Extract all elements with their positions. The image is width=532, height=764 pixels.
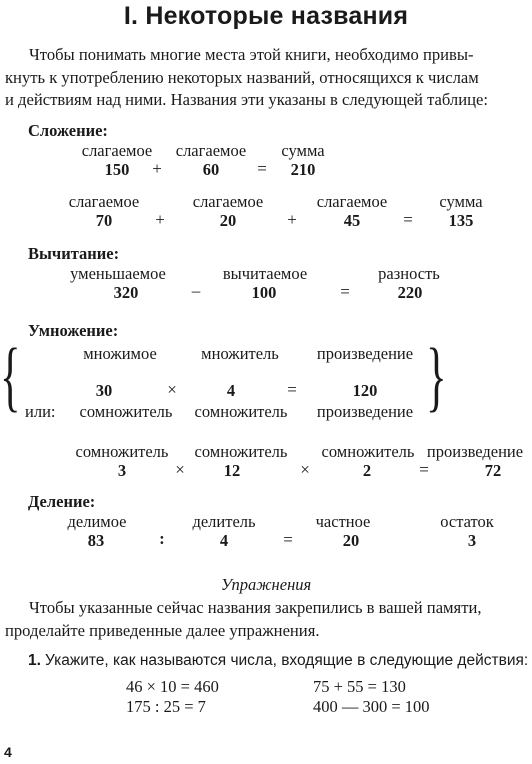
multiplication-number: 2 bbox=[362, 461, 372, 480]
division-label: делимое bbox=[67, 512, 127, 531]
multiplication-label: сомножитель bbox=[75, 442, 169, 461]
division-label: делитель bbox=[192, 512, 256, 531]
exercise-example: 400 — 300 = 100 bbox=[313, 697, 430, 716]
multiplication-label: сомножитель bbox=[321, 442, 415, 461]
equals-sign: = bbox=[283, 530, 293, 549]
equals-sign: = bbox=[403, 210, 413, 229]
multiplication-number: 3 bbox=[117, 461, 127, 480]
addition-number: 45 bbox=[343, 211, 361, 230]
addition-number: 150 bbox=[104, 160, 130, 179]
division-label: остаток bbox=[440, 512, 494, 531]
addition-number: 70 bbox=[95, 211, 113, 230]
multiplication-number: 12 bbox=[223, 461, 241, 480]
division-number: 3 bbox=[467, 531, 477, 550]
multiplication-number: 120 bbox=[352, 381, 378, 400]
exercise-number: 1. bbox=[28, 652, 41, 669]
addition-label: слагаемое bbox=[316, 192, 388, 211]
subtraction-label: уменьшаемое bbox=[70, 264, 166, 283]
multiplication-label: произведение bbox=[316, 344, 414, 363]
page-title: I. Некоторые названия bbox=[123, 2, 409, 30]
division-number: 4 bbox=[219, 531, 229, 550]
exercise-example: 46 × 10 = 460 bbox=[126, 677, 219, 696]
subtraction-label: вычитаемое bbox=[222, 264, 308, 283]
equals-sign: = bbox=[340, 282, 350, 301]
multiplication-label: сомножитель bbox=[194, 442, 288, 461]
multiplication-label: произведение bbox=[316, 402, 414, 421]
minus-sign: – bbox=[191, 281, 201, 300]
division-number: 83 bbox=[87, 531, 105, 550]
equals-sign: = bbox=[257, 159, 267, 178]
subtraction-number: 320 bbox=[113, 283, 139, 302]
division-heading: Деление: bbox=[28, 492, 96, 511]
times-sign: × bbox=[300, 460, 310, 479]
right-brace: } bbox=[426, 332, 447, 419]
division-sign: : bbox=[159, 529, 165, 548]
exercises-heading: Упражнения bbox=[220, 575, 312, 594]
addition-label: слагаемое bbox=[192, 192, 264, 211]
multiplication-label: сомножитель bbox=[79, 402, 173, 421]
multiplication-number: 30 bbox=[95, 381, 113, 400]
exercise-item-1: 1. Укажите, как называются числа, входящ… bbox=[28, 652, 528, 670]
addition-label: слагаемое bbox=[81, 141, 153, 160]
addition-label: сумма bbox=[439, 192, 483, 211]
subtraction-heading: Вычитание: bbox=[28, 244, 120, 263]
subtraction-number: 220 bbox=[397, 283, 423, 302]
times-sign: × bbox=[175, 460, 185, 479]
multiplication-heading: Умножение: bbox=[28, 321, 119, 340]
multiplication-number: 4 bbox=[226, 381, 236, 400]
exercises-paragraph: Чтобы указанные сейчас названия закрепил… bbox=[5, 597, 481, 642]
multiplication-label: множитель bbox=[201, 344, 279, 363]
intro-line: кнуть к употреблению некоторых названий,… bbox=[5, 67, 479, 87]
subtraction-number: 100 bbox=[251, 283, 277, 302]
left-brace: { bbox=[0, 332, 21, 419]
equals-sign: = bbox=[419, 460, 429, 479]
addition-number: 210 bbox=[290, 160, 316, 179]
or-prefix: или: bbox=[25, 402, 56, 421]
addition-heading: Сложение: bbox=[28, 121, 108, 140]
multiplication-number: 72 bbox=[484, 461, 502, 480]
exercises-line: Чтобы указанные сейчас названия закрепил… bbox=[29, 598, 482, 617]
times-sign: × bbox=[167, 380, 177, 399]
multiplication-label: произведение bbox=[426, 442, 524, 461]
exercises-line: проделайте приведенные далее упражнения. bbox=[5, 620, 320, 640]
multiplication-label: множимое bbox=[83, 344, 157, 363]
plus-sign: + bbox=[287, 210, 297, 229]
plus-sign: + bbox=[155, 210, 165, 229]
addition-number: 20 bbox=[219, 211, 237, 230]
equals-sign: = bbox=[287, 380, 297, 399]
plus-sign: + bbox=[152, 159, 162, 178]
multiplication-label: сомножитель bbox=[194, 402, 288, 421]
addition-label: сумма bbox=[281, 141, 325, 160]
addition-number: 135 bbox=[448, 211, 474, 230]
division-label: частное bbox=[315, 512, 371, 531]
page-number: 4 bbox=[4, 744, 12, 760]
intro-paragraph: Чтобы понимать многие места этой книги, … bbox=[5, 44, 488, 112]
addition-number: 60 bbox=[202, 160, 220, 179]
intro-line: и действиям над ними. Названия эти указа… bbox=[5, 90, 488, 109]
addition-label: слагаемое bbox=[175, 141, 247, 160]
intro-line: Чтобы понимать многие места этой книги, … bbox=[29, 45, 474, 64]
division-number: 20 bbox=[342, 531, 360, 550]
exercise-example: 75 + 55 = 130 bbox=[313, 677, 406, 696]
exercise-example: 175 : 25 = 7 bbox=[126, 697, 206, 716]
subtraction-label: разность bbox=[378, 264, 440, 283]
addition-label: слагаемое bbox=[68, 192, 140, 211]
exercise-text: Укажите, как называются числа, входящие … bbox=[44, 652, 529, 669]
